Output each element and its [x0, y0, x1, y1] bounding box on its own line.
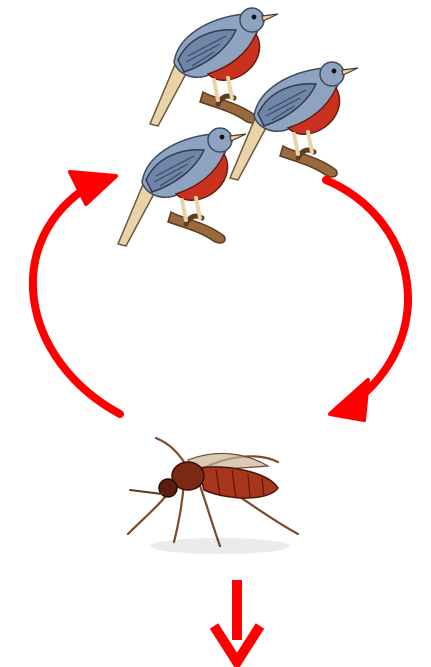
arrow-birds-to-mosquito: [326, 180, 408, 420]
arrow-down: [214, 580, 260, 662]
bird-icon: [118, 128, 246, 246]
arrow-mosquito-to-birds: [33, 172, 120, 414]
bird-flock-icon: [118, 8, 358, 246]
mosquito-icon: [128, 438, 298, 554]
